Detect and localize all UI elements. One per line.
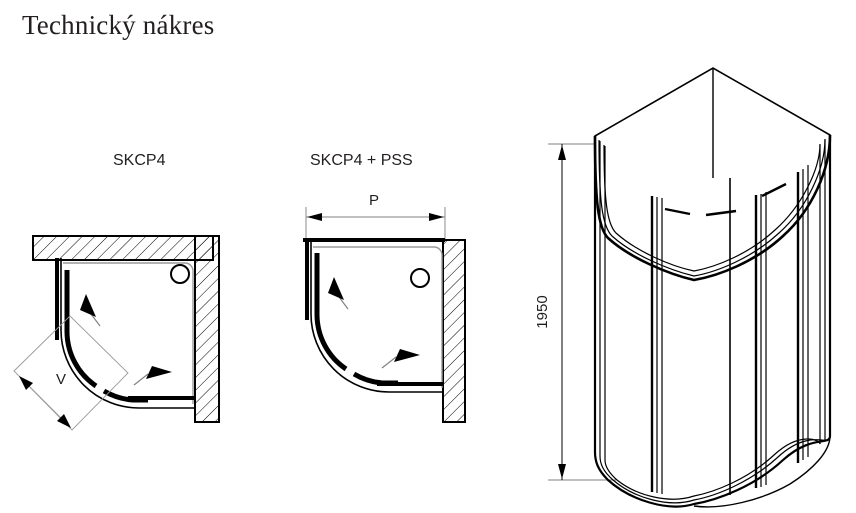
dimension-height-label: 1950 (534, 295, 551, 328)
fixed-panel-bottom-pss (377, 382, 443, 386)
door-direction-arrow-lower-pss (381, 349, 420, 369)
figure-label-skcp4-pss: SKCP4 + PSS (310, 152, 413, 169)
shower-tray-outline-pss (313, 246, 443, 388)
fixed-panel-left (55, 258, 59, 340)
sliding-door-lower-pss (352, 371, 398, 386)
drain-circle (170, 264, 190, 284)
wall-right-hatched (194, 235, 220, 423)
enclosure-trace-pss (310, 240, 444, 393)
door-direction-arrow-lower (133, 366, 172, 386)
enclosure-trace (60, 258, 196, 409)
drain-circle-pss (410, 268, 430, 288)
figure-label-skcp4: SKCP4 (113, 152, 166, 169)
shower-tray-outline (63, 262, 194, 404)
iso-left-edge (593, 136, 606, 460)
dimension-v-line (19, 376, 71, 428)
iso-right-edge (819, 135, 832, 444)
sliding-door-lower (102, 388, 148, 403)
iso-mullion-1 (650, 196, 663, 494)
dimension-p-label: P (369, 192, 379, 209)
iso-bottom-rail (593, 435, 832, 508)
door-direction-arrow-upper-pss (328, 277, 349, 310)
pss-top-panel (303, 238, 445, 242)
page-title: Technický nákres (22, 10, 215, 40)
wall-right-hatched-pss (442, 239, 466, 423)
iso-top-surface (594, 67, 831, 281)
dimension-p-line (306, 213, 445, 221)
door-direction-arrow-upper (80, 294, 101, 327)
sliding-door-upper (64, 270, 98, 389)
iso-handle-marks (664, 182, 787, 217)
dimension-height-line (558, 144, 566, 480)
iso-glass-silhouette (693, 435, 831, 508)
iso-mullion-4 (796, 165, 809, 463)
dimension-v-label: V (56, 371, 66, 388)
fixed-panel-bottom (128, 396, 196, 400)
sliding-door-upper-pss (314, 253, 348, 372)
dimension-v-frame (13, 315, 129, 431)
iso-mullion-3 (754, 192, 767, 488)
fixed-panel-left-pss (305, 240, 309, 320)
